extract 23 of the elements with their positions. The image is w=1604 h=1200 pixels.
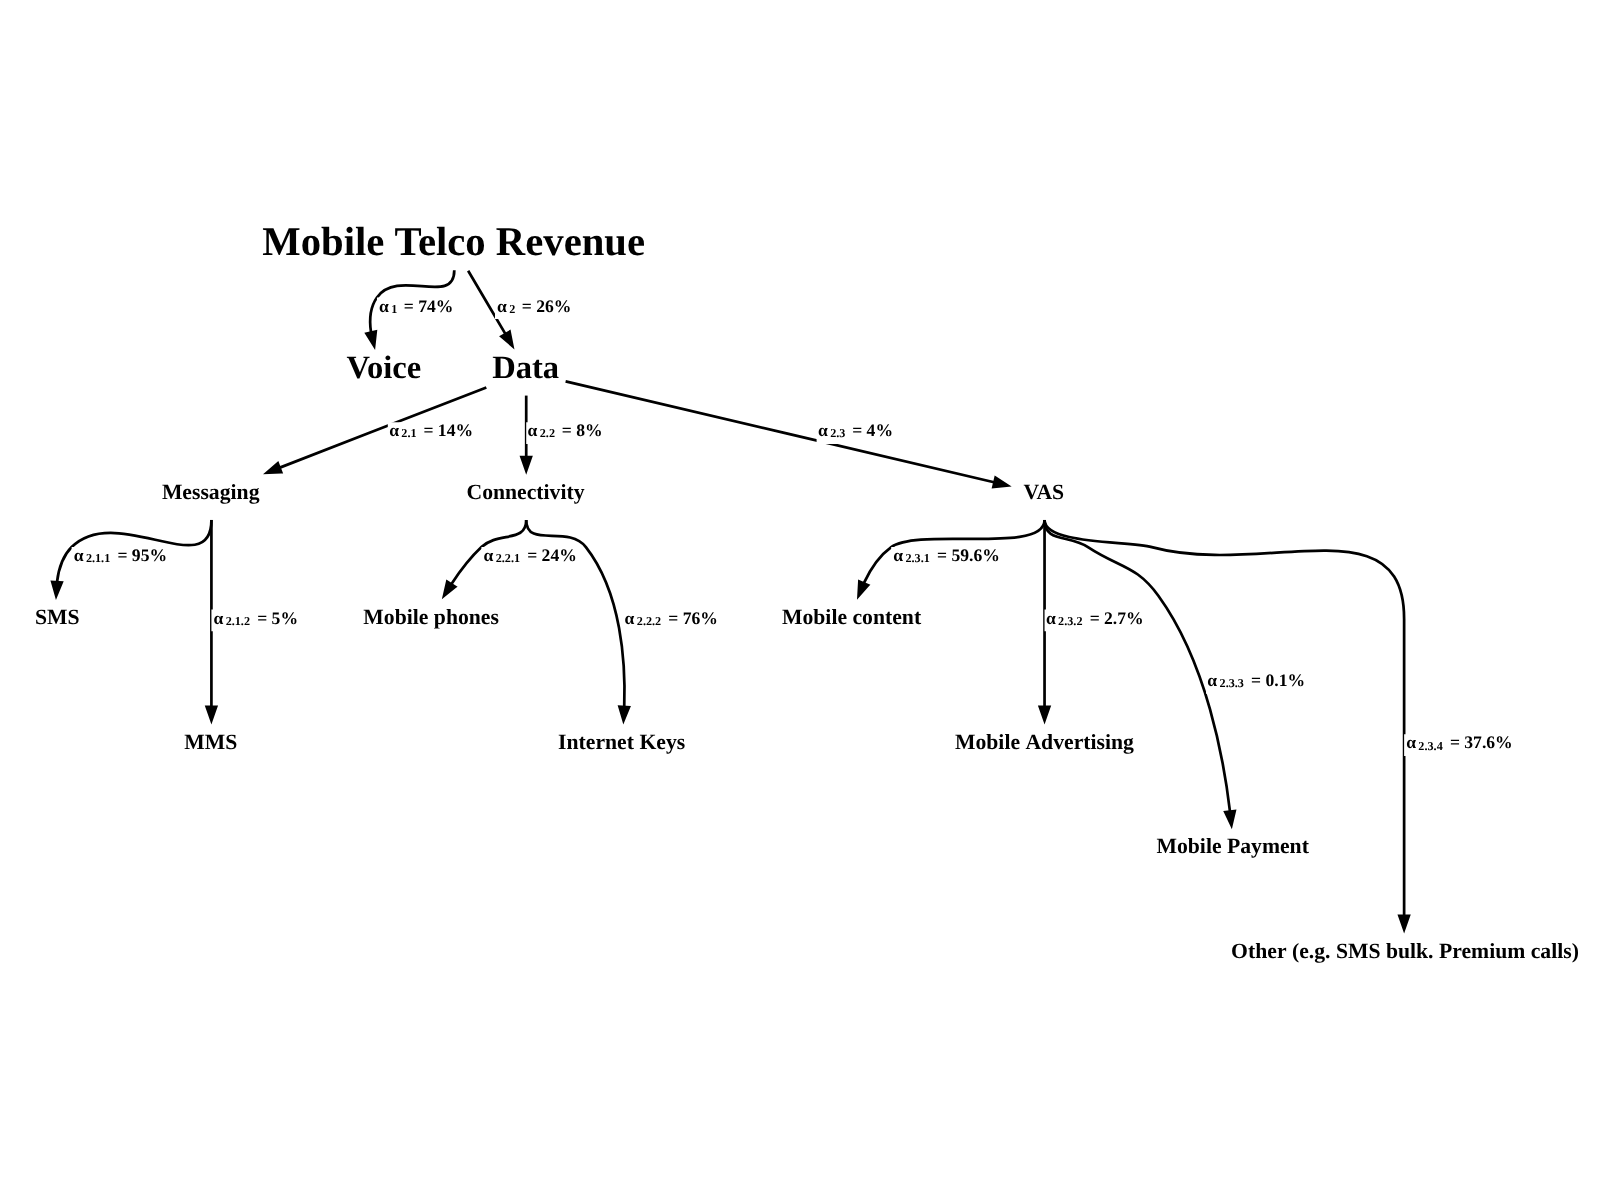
arrow [857,519,1046,600]
node-text: SMS [35,606,80,631]
node-text: Messaging [161,481,260,506]
node-text: Mobile Payment [1156,835,1309,860]
arrow [1037,519,1052,725]
node-text: Mobile content [781,606,922,631]
arrow [263,386,487,475]
node-text: Mobile Advertising [954,730,1134,755]
node-text: VAS [1023,481,1065,506]
node-text: Other (e.g. SMS bulk. Premium calls) [1231,939,1579,964]
arrow [519,395,533,475]
arrow [467,270,515,350]
arrow [204,519,219,725]
node-text: Voice [346,347,422,386]
node-text: Mobile phones [363,606,499,631]
node-text: Internet Keys [558,730,686,755]
node-text: Data [492,347,560,386]
node-text: Mobile Telco Revenue [262,220,646,265]
node-text: Connectivity [466,481,585,506]
arrow [565,380,1012,489]
arrow [524,519,631,725]
node-text: MMS [184,730,238,755]
arrow [441,519,528,600]
